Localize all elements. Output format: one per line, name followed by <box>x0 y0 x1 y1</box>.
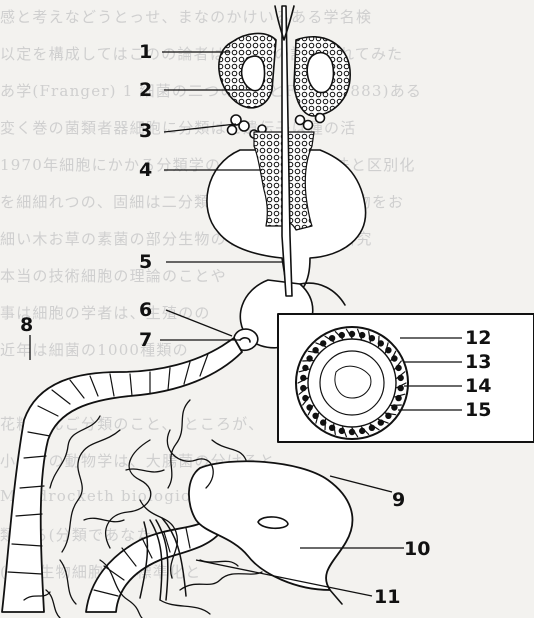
crypt-dot <box>398 386 403 391</box>
crypt-dot <box>378 420 383 425</box>
crypt-dot <box>321 341 326 346</box>
label-15: 15 <box>465 399 491 421</box>
label-8: 8 <box>20 314 33 336</box>
crypt-dot <box>392 356 397 361</box>
label-5: 5 <box>139 251 152 273</box>
crypt-dot <box>307 405 312 410</box>
crypt-dot <box>349 331 354 336</box>
crypt-dot <box>313 348 318 353</box>
crypt-dot <box>398 375 403 380</box>
crypt-dot <box>386 348 391 353</box>
label-1: 1 <box>139 41 152 63</box>
crypt-dot <box>313 413 318 418</box>
label-10: 10 <box>404 538 430 560</box>
label-14: 14 <box>465 375 491 397</box>
crypt-dot <box>301 386 306 391</box>
label-7: 7 <box>139 329 152 351</box>
crypt-dot <box>307 356 312 361</box>
crypt-dot <box>330 336 335 341</box>
crypt-dot <box>378 341 383 346</box>
label-2: 2 <box>139 79 152 101</box>
label-6: 6 <box>139 299 152 321</box>
crypt-dot <box>321 420 326 425</box>
crypt-dot <box>330 425 335 430</box>
label-12: 12 <box>465 327 491 349</box>
crypt-dot <box>349 429 354 434</box>
crypt-dot <box>396 396 401 401</box>
crypt-dot <box>396 365 401 370</box>
label-13: 13 <box>465 351 491 373</box>
crypt-dot <box>360 333 365 338</box>
crypt-dot <box>303 396 308 401</box>
crypt-dot <box>386 413 391 418</box>
label-4: 4 <box>139 159 152 181</box>
cross-section <box>296 327 408 439</box>
crypt-dot <box>360 428 365 433</box>
crypt-dot <box>369 336 374 341</box>
crypt-dot <box>392 405 397 410</box>
anus-tip <box>330 590 342 604</box>
label-11: 11 <box>374 586 400 608</box>
rectal-pad <box>258 517 288 528</box>
label-9: 9 <box>392 489 405 511</box>
crypt-dot <box>339 428 344 433</box>
crypt-dot <box>301 375 306 380</box>
label-3: 3 <box>139 120 152 142</box>
crypt-dot <box>303 365 308 370</box>
crypt-dot <box>369 425 374 430</box>
crypt-dot <box>339 333 344 338</box>
